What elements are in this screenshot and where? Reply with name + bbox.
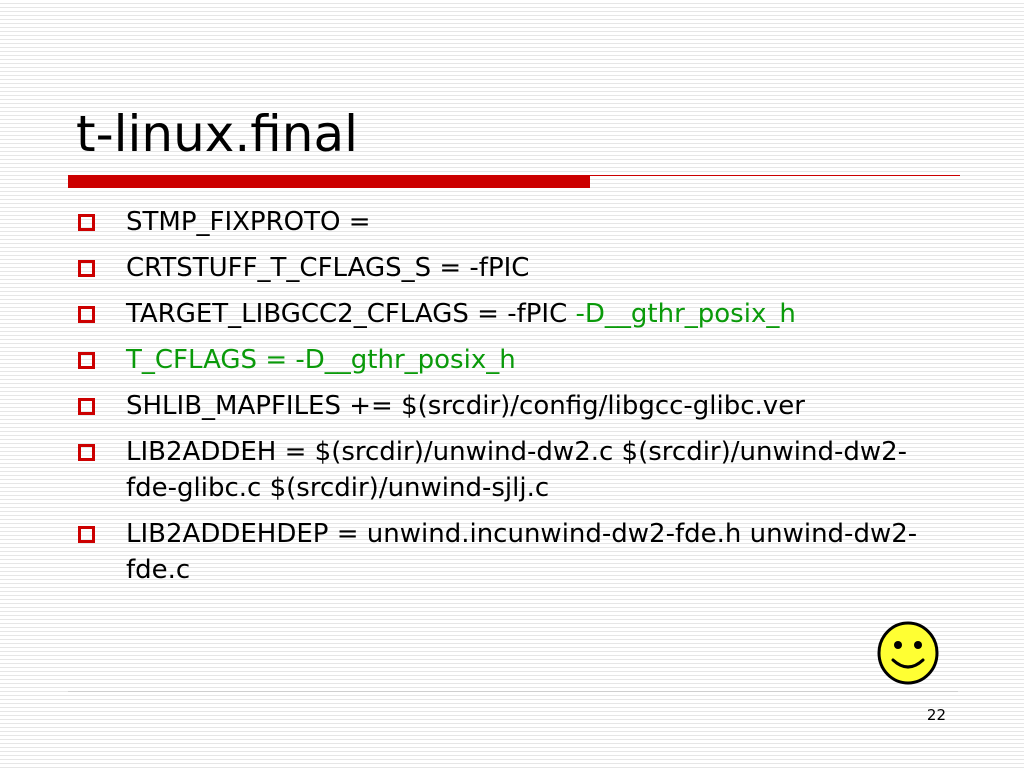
- bullet-text: LIB2ADDEH = $(srcdir)/unwind-dw2.c $(src…: [126, 437, 908, 503]
- bullet-item-stmp-fixproto: STMP_FIXPROTO =: [78, 204, 958, 240]
- square-bullet-icon: [78, 444, 95, 461]
- bullet-item-target-libgcc2: TARGET_LIBGCC2_CFLAGS = -fPIC -D__gthr_p…: [78, 296, 958, 332]
- square-bullet-icon: [78, 352, 95, 369]
- slide-title: t-linux.final: [76, 105, 359, 163]
- smiley-face: [877, 621, 939, 685]
- smiley-mouth: [891, 658, 925, 669]
- bullet-item-t-cflags: T_CFLAGS = -D__gthr_posix_h: [78, 342, 958, 378]
- page-number: 22: [926, 706, 946, 724]
- bullet-list: STMP_FIXPROTO = CRTSTUFF_T_CFLAGS_S = -f…: [78, 204, 958, 598]
- smiley-right-eye: [914, 641, 922, 649]
- square-bullet-icon: [78, 398, 95, 415]
- square-bullet-icon: [78, 526, 95, 543]
- bullet-highlight-text: T_CFLAGS = -D__gthr_posix_h: [126, 345, 516, 375]
- square-bullet-icon: [78, 306, 95, 323]
- smiley-left-eye: [894, 641, 902, 649]
- footer-divider: [68, 691, 958, 692]
- title-underline-thin: [590, 175, 960, 176]
- bullet-item-lib2addehdep: LIB2ADDEHDEP = unwind.incunwind-dw2-fde.…: [78, 516, 958, 588]
- title-underline-thick: [68, 175, 590, 188]
- bullet-text: CRTSTUFF_T_CFLAGS_S = -fPIC: [126, 253, 530, 283]
- bullet-text: TARGET_LIBGCC2_CFLAGS = -fPIC: [126, 299, 576, 329]
- bullet-item-shlib-mapfiles: SHLIB_MAPFILES += $(srcdir)/config/libgc…: [78, 388, 958, 424]
- bullet-text: STMP_FIXPROTO =: [126, 207, 371, 237]
- square-bullet-icon: [78, 260, 95, 277]
- bullet-highlight-text: -D__gthr_posix_h: [575, 299, 796, 329]
- bullet-item-crtstuff: CRTSTUFF_T_CFLAGS_S = -fPIC: [78, 250, 958, 286]
- bullet-item-lib2addeh: LIB2ADDEH = $(srcdir)/unwind-dw2.c $(src…: [78, 434, 958, 506]
- square-bullet-icon: [78, 214, 95, 231]
- bullet-text: LIB2ADDEHDEP = unwind.incunwind-dw2-fde.…: [126, 519, 918, 585]
- smiley-face-icon: [877, 621, 939, 685]
- bullet-text: SHLIB_MAPFILES += $(srcdir)/config/libgc…: [126, 391, 805, 421]
